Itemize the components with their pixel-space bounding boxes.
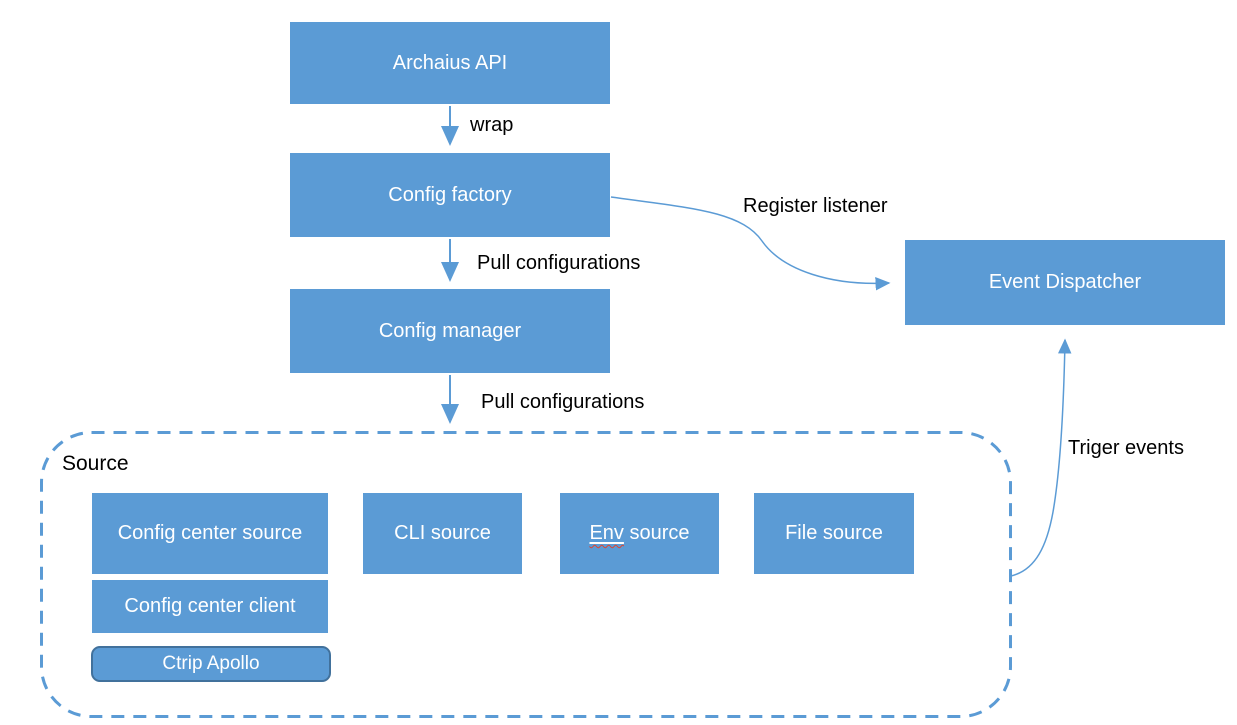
node-event-dispatcher: Event Dispatcher <box>905 240 1225 325</box>
node-ctrip-apollo: Ctrip Apollo <box>91 646 331 682</box>
node-archaius-api: Archaius API <box>290 22 610 104</box>
edge-label-register-listener: Register listener <box>743 195 888 217</box>
node-config-manager-label: Config manager <box>378 319 522 342</box>
misspelled-env-word: Env <box>589 522 624 544</box>
source-group-label: Source <box>62 452 129 475</box>
node-config-center-client: Config center client <box>92 580 328 633</box>
edge-label-wrap: wrap <box>470 114 514 136</box>
node-config-center-source: Config center source <box>92 493 328 574</box>
node-event-dispatcher-label: Event Dispatcher <box>988 271 1142 293</box>
edge-label-triger-events: Triger events <box>1068 437 1184 459</box>
node-cli-source: CLI source <box>363 493 522 574</box>
node-env-source: Env source <box>560 493 719 574</box>
edge-triger-events-arrow <box>1010 338 1072 577</box>
node-file-source-label: File source <box>785 522 883 544</box>
node-config-center-client-label: Config center client <box>124 595 296 617</box>
edge-label-pull-configurations-2: Pull configurations <box>481 391 645 413</box>
node-config-center-source-label: Config center source <box>117 522 303 544</box>
node-config-manager: Config manager <box>290 289 610 373</box>
node-config-factory: Config factory <box>290 153 610 237</box>
node-ctrip-apollo-label: Ctrip Apollo <box>162 653 260 674</box>
edge-label-pull-configurations-1: Pull configurations <box>477 252 641 274</box>
node-file-source: File source <box>754 493 914 574</box>
node-env-source-label: Env source <box>589 522 690 544</box>
node-config-factory-label: Config factory <box>388 183 512 206</box>
node-cli-source-label: CLI source <box>394 522 491 544</box>
node-archaius-api-label: Archaius API <box>392 51 508 74</box>
